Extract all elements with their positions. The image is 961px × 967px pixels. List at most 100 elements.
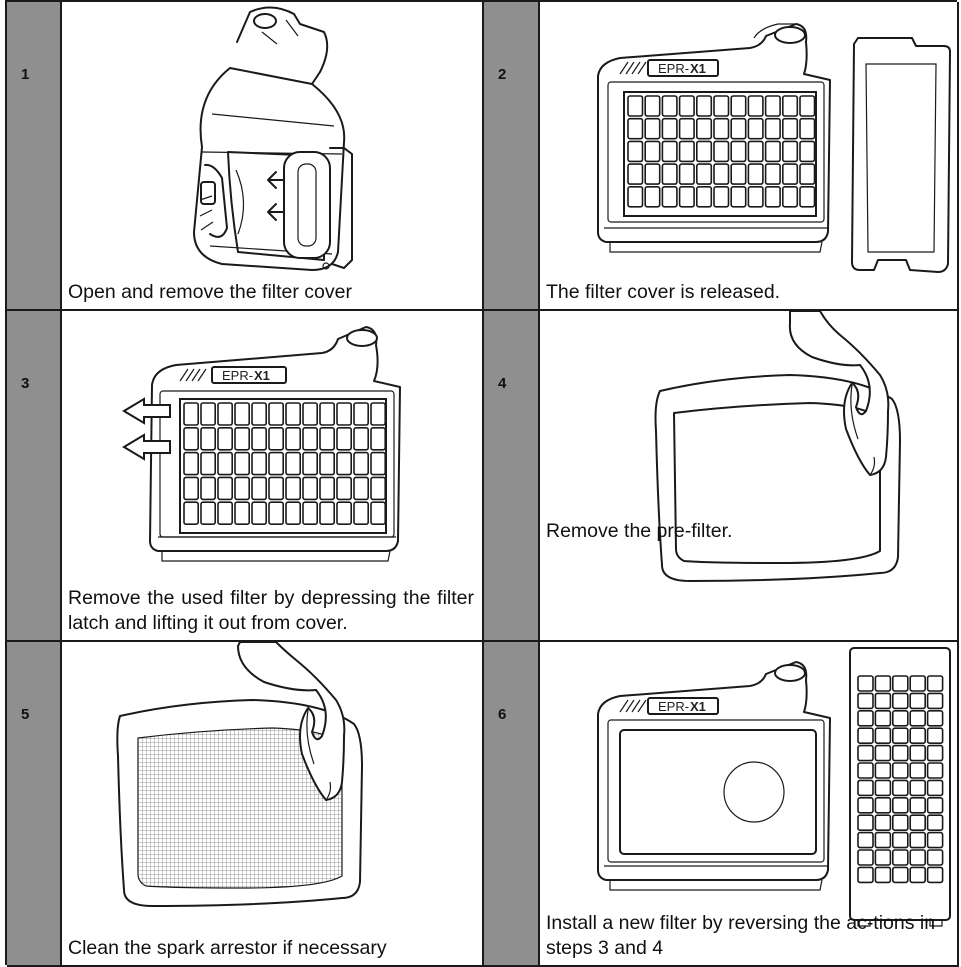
filter-cell bbox=[893, 780, 908, 795]
filter-cell bbox=[875, 833, 890, 848]
filter-cell bbox=[697, 164, 712, 184]
filter-cell bbox=[201, 453, 215, 475]
step-2-caption: The filter cover is released. bbox=[546, 280, 949, 305]
filter-cell bbox=[928, 867, 943, 882]
filter-cell bbox=[645, 141, 660, 161]
filter-cell bbox=[875, 815, 890, 830]
filter-cell bbox=[201, 502, 215, 524]
filter-cell bbox=[748, 96, 763, 116]
filter-cell bbox=[875, 693, 890, 708]
filter-cell bbox=[371, 453, 385, 475]
filter-cell bbox=[893, 763, 908, 778]
filter-cell bbox=[714, 96, 729, 116]
filter-cell bbox=[875, 780, 890, 795]
filter-cell bbox=[766, 141, 781, 161]
filter-cell bbox=[928, 780, 943, 795]
filter-cell bbox=[337, 453, 351, 475]
filter-cell bbox=[910, 867, 925, 882]
filter-cell bbox=[680, 141, 695, 161]
step-6-caption: Install a new filter by reversing the ac… bbox=[546, 911, 949, 961]
filter-cell bbox=[910, 711, 925, 726]
filter-cell bbox=[320, 428, 334, 450]
filter-cell bbox=[800, 164, 815, 184]
step-2-cell: EPR- X1 The filter cover is released. bbox=[540, 2, 959, 311]
filter-cell bbox=[218, 428, 232, 450]
filter-cell bbox=[714, 187, 729, 207]
filter-cell bbox=[628, 119, 643, 139]
filter-cell bbox=[893, 693, 908, 708]
model-label-prefix-3: EPR- bbox=[222, 368, 253, 383]
filter-cell bbox=[910, 780, 925, 795]
filter-cell bbox=[303, 428, 317, 450]
model-label-prefix-6: EPR- bbox=[658, 699, 689, 714]
filter-cell bbox=[928, 850, 943, 865]
filter-cell bbox=[680, 96, 695, 116]
filter-cell bbox=[748, 141, 763, 161]
filter-cell bbox=[893, 676, 908, 691]
filter-cell bbox=[354, 403, 368, 425]
filter-cell bbox=[800, 119, 815, 139]
filter-cell bbox=[928, 815, 943, 830]
device-with-filter-illustration: EPR- X1 bbox=[540, 2, 957, 309]
filter-cell bbox=[714, 164, 729, 184]
filter-cell bbox=[910, 833, 925, 848]
filter-cell bbox=[875, 798, 890, 813]
filter-cell bbox=[628, 141, 643, 161]
filter-cell bbox=[286, 477, 300, 499]
filter-cell bbox=[286, 428, 300, 450]
filter-cell bbox=[731, 96, 746, 116]
filter-cell bbox=[893, 798, 908, 813]
filter-cell bbox=[320, 453, 334, 475]
filter-cell bbox=[235, 477, 249, 499]
filter-cell bbox=[269, 502, 283, 524]
filter-cell bbox=[893, 728, 908, 743]
step-6-cell: EPR- X1 Install a new filter by reversin… bbox=[540, 642, 959, 967]
model-label-prefix: EPR- bbox=[658, 61, 689, 76]
filter-cell bbox=[201, 428, 215, 450]
filter-cell bbox=[201, 477, 215, 499]
filter-cell bbox=[893, 711, 908, 726]
filter-cell bbox=[893, 867, 908, 882]
pre-filter-removal-illustration bbox=[540, 311, 957, 640]
model-label-model: X1 bbox=[690, 61, 706, 76]
filter-cell bbox=[697, 96, 712, 116]
filter-cell bbox=[910, 728, 925, 743]
filter-cell bbox=[252, 502, 266, 524]
filter-cell bbox=[731, 119, 746, 139]
filter-cell bbox=[645, 164, 660, 184]
step-2-number: 2 bbox=[484, 2, 540, 311]
steps-table: 1 Open and remove the bbox=[5, 0, 957, 965]
filter-cell bbox=[783, 119, 798, 139]
filter-cell bbox=[928, 746, 943, 761]
step-3-cell: EPR- X1 Remove the used filter by depres… bbox=[62, 311, 484, 642]
filter-cell bbox=[680, 164, 695, 184]
filter-cell bbox=[697, 187, 712, 207]
filter-cell bbox=[337, 428, 351, 450]
model-label-model-3: X1 bbox=[254, 368, 270, 383]
filter-cell bbox=[184, 453, 198, 475]
filter-cell bbox=[662, 119, 677, 139]
filter-cell bbox=[910, 676, 925, 691]
filter-cell bbox=[858, 728, 873, 743]
filter-cell bbox=[645, 96, 660, 116]
filter-cell bbox=[628, 187, 643, 207]
filter-cell bbox=[645, 187, 660, 207]
filter-cell bbox=[371, 403, 385, 425]
filter-cell bbox=[858, 780, 873, 795]
filter-cell bbox=[928, 798, 943, 813]
filter-cell bbox=[628, 96, 643, 116]
step-5-caption: Clean the spark arrestor if necessary bbox=[68, 936, 474, 961]
filter-cell bbox=[252, 477, 266, 499]
filter-cell bbox=[766, 164, 781, 184]
filter-cell bbox=[371, 502, 385, 524]
filter-cell bbox=[928, 763, 943, 778]
hand-illustration bbox=[790, 311, 888, 475]
filter-cell bbox=[218, 453, 232, 475]
filter-cell bbox=[218, 403, 232, 425]
filter-cell bbox=[337, 502, 351, 524]
filter-cell bbox=[320, 502, 334, 524]
filter-cell bbox=[303, 453, 317, 475]
filter-cell bbox=[875, 867, 890, 882]
filter-cell bbox=[354, 477, 368, 499]
step-5-cell: Clean the spark arrestor if necessary bbox=[62, 642, 484, 967]
